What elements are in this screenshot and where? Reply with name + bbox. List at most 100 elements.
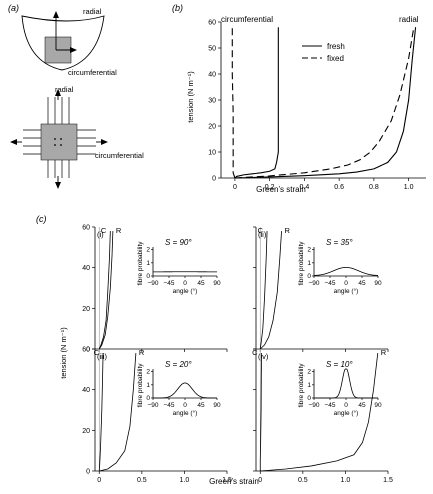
inset-S-value: S = 35°: [326, 238, 353, 247]
inset-ylabel: fibre probability: [298, 363, 305, 408]
biaxial-specimen: [23, 97, 96, 178]
fibre-distribution-curve: [153, 382, 217, 399]
marker-dot: [60, 144, 62, 146]
x-tick-label: 0.6: [334, 184, 344, 191]
marker-dot: [54, 144, 56, 146]
inset-x-tick-label: −45: [324, 280, 335, 287]
y-tick-label: 50: [208, 46, 216, 53]
inset-x-tick-label: −45: [324, 402, 335, 409]
y-tick-label: 0: [86, 347, 90, 354]
curve-R: [98, 231, 114, 350]
inset-S-value: S = 90°: [165, 238, 192, 247]
marker-dot: [54, 138, 56, 140]
inset-xlabel: angle (°): [334, 287, 359, 295]
inset-ylabel: fibre probability: [298, 241, 305, 286]
radial-curve-label: radial: [399, 15, 419, 24]
marker-dot: [60, 138, 62, 140]
y-tick-label: 20: [208, 124, 216, 131]
curve-C: [259, 353, 262, 471]
inset-x-tick-label: −90: [147, 280, 158, 287]
inset-xlabel: angle (°): [334, 409, 359, 417]
specimen-square: [40, 123, 78, 161]
curve-C: [98, 231, 111, 350]
y-tick-label: 60: [82, 225, 90, 232]
subplot-label: (iv): [258, 352, 269, 361]
panel-b: (b) circumferential radial 0102030405060…: [172, 3, 426, 194]
inset-y-tick-label: 0: [146, 273, 150, 280]
specimen-radial-label: radial: [55, 85, 74, 94]
inset-x-tick-label: 90: [374, 280, 382, 287]
inset-x-tick-label: 0: [344, 402, 348, 409]
fibre-distribution-curve: [313, 266, 379, 276]
inset-ylabel: fibre probability: [137, 363, 144, 408]
fibre-distribution-curve: [314, 368, 378, 399]
inset-S-value: S = 20°: [165, 360, 192, 369]
arrowhead-right-icon: [101, 139, 108, 145]
y-tick-label: 20: [82, 428, 90, 435]
curve-C: [98, 353, 104, 472]
inset-x-tick-label: −90: [308, 402, 319, 409]
arrowhead-left-icon: [10, 139, 17, 145]
x-tick-label: 1.5: [222, 477, 232, 484]
inset-x-tick-label: 45: [358, 280, 366, 287]
legend-label-fresh: fresh: [327, 42, 345, 51]
panel-b-ylabel: tension (N m⁻¹): [186, 71, 195, 123]
inset-x-tick-label: 45: [197, 280, 205, 287]
x-tick-label: 0: [258, 477, 262, 484]
inset-y-tick-label: 2: [307, 247, 311, 254]
y-tick-label: 30: [208, 98, 216, 105]
radial-arrowhead-icon: [53, 11, 59, 18]
specimen-circumferential-label: circumferential: [95, 151, 144, 160]
series-line-fresh-radial: [234, 27, 417, 179]
inset-S-value: S = 10°: [326, 360, 353, 369]
curve-R: [259, 231, 282, 350]
circumferential-curve-label: circumferential: [221, 15, 273, 24]
subplot-label: (ii): [258, 230, 267, 239]
x-tick-label: 0.5: [298, 477, 308, 484]
x-tick-label: 0.5: [137, 477, 147, 484]
inset-y-tick-label: 0: [307, 395, 311, 402]
x-tick-label: 0.2: [265, 184, 275, 191]
x-tick-label: 0: [233, 184, 237, 191]
x-tick-label: 1.0: [404, 184, 414, 191]
subplot-label: (i): [97, 230, 104, 239]
curve-R: [99, 353, 137, 472]
y-tick-label: 40: [82, 387, 90, 394]
inset-y-tick-label: 1: [307, 260, 311, 267]
curve-label-C: C: [101, 226, 107, 235]
inset-x-tick-label: 90: [374, 402, 382, 409]
inset-x-tick-label: 0: [183, 280, 187, 287]
inset-x-tick-label: 0: [183, 402, 187, 409]
y-tick-label: 40: [208, 72, 216, 79]
y-tick-label: 60: [82, 347, 90, 354]
x-tick-label: 0.8: [369, 184, 379, 191]
x-tick-label: 1.5: [383, 477, 393, 484]
inset-y-tick-label: 0: [307, 273, 311, 280]
inset-xlabel: angle (°): [173, 287, 198, 295]
x-tick-label: 0.4: [300, 184, 310, 191]
inset-y-tick-label: 2: [146, 247, 150, 254]
inset-x-tick-label: 45: [197, 402, 205, 409]
inset-x-tick-label: 90: [213, 402, 221, 409]
inset-xlabel: angle (°): [173, 409, 198, 417]
series-line-fixed-circumferential: [231, 27, 236, 179]
y-tick-label: 0: [86, 469, 90, 476]
x-tick-label: 0: [97, 477, 101, 484]
y-tick-label: 0: [212, 176, 216, 183]
x-tick-label: 1.0: [341, 477, 351, 484]
curve-label-C: C: [252, 348, 258, 357]
inset-ylabel: fibre probability: [137, 241, 144, 286]
curve-label-R: R: [285, 226, 291, 235]
inset-x-tick-label: −90: [147, 402, 158, 409]
curve-R: [260, 353, 379, 472]
